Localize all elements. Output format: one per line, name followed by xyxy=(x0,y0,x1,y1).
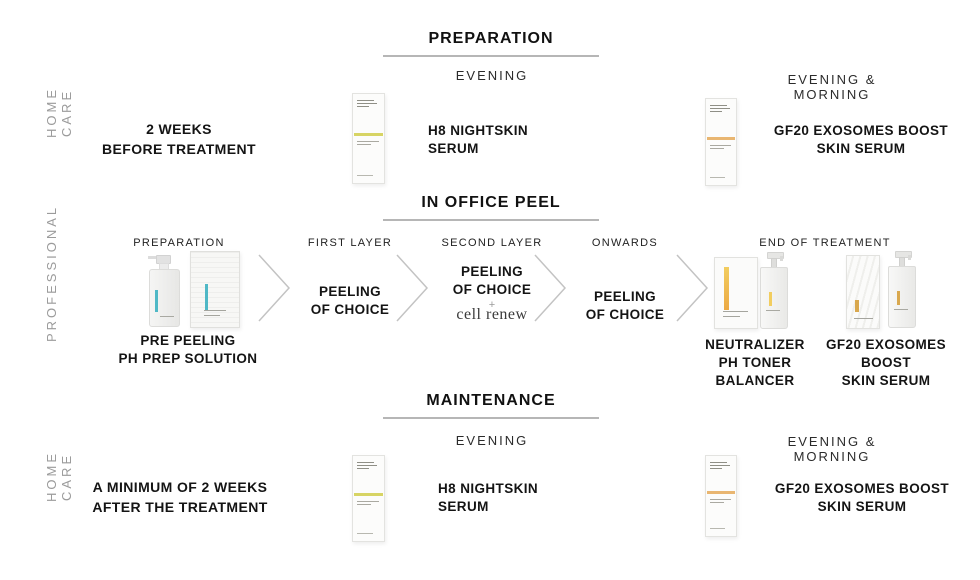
h8-nightskin-serum-box-image-maint xyxy=(352,455,385,542)
cell-renew-label: cell renew xyxy=(456,306,528,323)
step-label-onwards: ONWARDS xyxy=(591,237,659,249)
h8-nightskin-serum-box-image xyxy=(352,93,385,184)
step-text-second-layer: PEELING OF CHOICE xyxy=(452,264,532,298)
section-title-preparation: PREPARATION xyxy=(383,30,599,57)
product-name-gf20-end: GF20 EXOSOMES BOOST SKIN SERUM xyxy=(826,337,946,389)
side-label-home-care-bottom: HOME CARE xyxy=(44,451,74,503)
header-evening-morning-prep: EVENING & MORNING xyxy=(787,72,877,102)
section-title-in-office-peel: IN OFFICE PEEL xyxy=(383,194,599,221)
gf20-serum-box-image-prep xyxy=(705,98,737,186)
step-label-preparation: PREPARATION xyxy=(133,237,225,249)
step-label-first-layer: FIRST LAYER xyxy=(307,237,393,249)
neutralizer-box-image xyxy=(714,257,758,329)
chevron-right-icon-1 xyxy=(258,254,290,322)
chevron-right-icon-4 xyxy=(676,254,708,322)
product-name-pre-peeling: PRE PEELING PH PREP SOLUTION xyxy=(118,333,258,367)
timing-after-treatment: A MINIMUM OF 2 WEEKS AFTER THE TREATMENT xyxy=(92,479,268,515)
gf20-boost-box-image xyxy=(846,255,880,329)
neutralizer-pump-bottle-image xyxy=(758,250,788,329)
side-label-professional: PROFESSIONAL xyxy=(44,204,59,342)
product-name-gf20-maint: GF20 EXOSOMES BOOST SKIN SERUM xyxy=(774,481,950,515)
gf20-pump-bottle-image xyxy=(886,249,916,328)
pre-peeling-box-image xyxy=(190,251,240,328)
product-name-h8-maint: H8 NIGHTSKIN SERUM xyxy=(438,481,539,515)
step-text-onwards: PEELING OF CHOICE xyxy=(585,289,665,323)
product-name-neutralizer: NEUTRALIZER PH TONER BALANCER xyxy=(705,337,805,389)
side-label-home-care-top: HOME CARE xyxy=(44,87,74,139)
timing-before-treatment: 2 WEEKS BEFORE TREATMENT xyxy=(102,121,256,157)
pre-peeling-spray-bottle-image xyxy=(140,255,188,327)
chevron-right-icon-2 xyxy=(396,254,428,322)
step-text-first-layer: PEELING OF CHOICE xyxy=(310,284,390,318)
header-evening-prep: EVENING xyxy=(455,68,529,83)
header-evening-maint: EVENING xyxy=(455,433,529,448)
product-name-gf20-prep: GF20 EXOSOMES BOOST SKIN SERUM xyxy=(773,123,949,157)
chevron-right-icon-3 xyxy=(534,254,566,322)
plus-sign: + xyxy=(488,299,496,311)
product-name-h8-prep: H8 NIGHTSKIN SERUM xyxy=(428,123,529,157)
header-evening-morning-maint: EVENING & MORNING xyxy=(787,434,877,464)
section-title-maintenance: MAINTENANCE xyxy=(383,392,599,419)
gf20-serum-box-image-maint xyxy=(705,455,737,537)
step-label-second-layer: SECOND LAYER xyxy=(441,237,543,249)
step-label-end-of-treatment: END OF TREATMENT xyxy=(759,237,891,249)
